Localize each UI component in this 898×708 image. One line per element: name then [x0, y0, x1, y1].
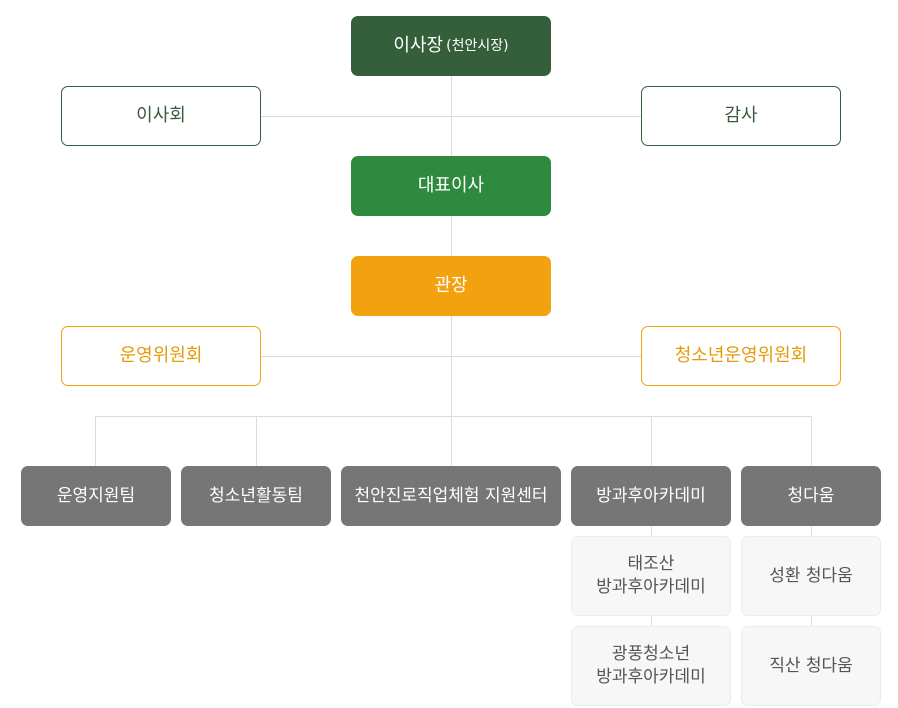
unit-label-line2: 방과후아카데미	[596, 667, 706, 687]
unit-label-line1: 광풍청소년	[611, 644, 691, 665]
board-audit-connector	[260, 116, 642, 117]
operating-committee-label: 운영위원회	[119, 344, 203, 366]
team-label: 청다움	[787, 485, 835, 506]
chairman-box: 이사장(천안시장)	[351, 16, 551, 76]
team5-drop-connector	[811, 416, 812, 467]
team1-drop-connector	[95, 416, 96, 467]
team-branch-connector	[95, 416, 812, 417]
unit-label-line1: 태조산	[627, 554, 675, 575]
unit-label-line2: 방과후아카데미	[596, 577, 706, 597]
youth-committee-box: 청소년운영위원회	[641, 326, 841, 386]
representative-box: 대표이사	[351, 156, 551, 216]
team-label: 운영지원팀	[56, 485, 136, 506]
board-label: 이사회	[136, 104, 186, 126]
board-box: 이사회	[61, 86, 261, 146]
committee-connector	[260, 356, 642, 357]
youth-committee-label: 청소년운영위원회	[674, 344, 808, 366]
team-label: 천안진로직업체험 지원센터	[354, 485, 548, 506]
cheongdaum-unit-jiksan: 직산 청다움	[741, 626, 881, 706]
director-label: 관장	[434, 274, 468, 296]
academy-unit-taejosan: 태조산 방과후아카데미	[571, 536, 731, 616]
cheongdaum-unit-seonghwan: 성환 청다움	[741, 536, 881, 616]
team-youth-activity: 청소년활동팀	[181, 466, 331, 526]
audit-box: 감사	[641, 86, 841, 146]
director-box: 관장	[351, 256, 551, 316]
chairman-sub-label: (천안시장)	[446, 37, 509, 54]
team-career-center: 천안진로직업체험 지원센터	[341, 466, 561, 526]
team-label: 방과후아카데미	[596, 485, 706, 506]
chairman-label: 이사장	[393, 34, 444, 56]
team2-drop-connector	[256, 416, 257, 467]
team-after-school-academy: 방과후아카데미	[571, 466, 731, 526]
unit-label: 직산 청다움	[769, 655, 853, 676]
team-label: 청소년활동팀	[209, 485, 303, 506]
academy-unit-gwangpung: 광풍청소년 방과후아카데미	[571, 626, 731, 706]
team-cheongdaum: 청다움	[741, 466, 881, 526]
team-operations-support: 운영지원팀	[21, 466, 171, 526]
representative-label: 대표이사	[417, 174, 485, 196]
operating-committee-box: 운영위원회	[61, 326, 261, 386]
unit-label: 성환 청다움	[769, 565, 853, 586]
team4-drop-connector	[651, 416, 652, 467]
audit-label: 감사	[724, 104, 758, 126]
